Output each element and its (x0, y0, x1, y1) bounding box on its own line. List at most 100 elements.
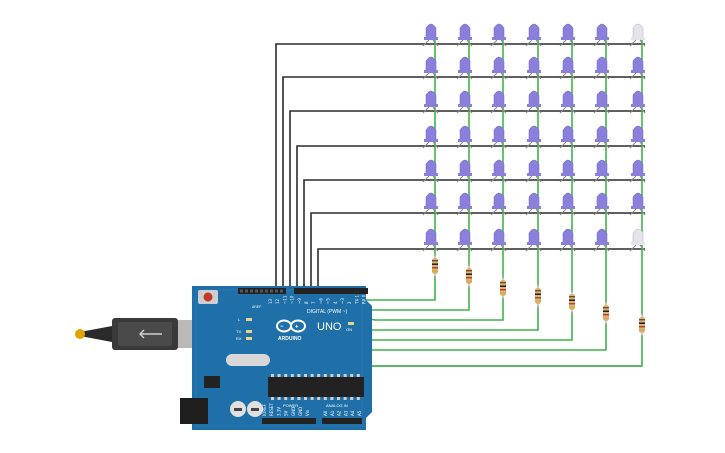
led[interactable] (422, 125, 439, 149)
power-pin-label: Vin (305, 409, 310, 416)
row-wire[interactable] (310, 212, 645, 290)
row-wire[interactable] (275, 43, 645, 290)
led[interactable] (456, 23, 473, 47)
usb-cable[interactable] (75, 318, 194, 350)
led[interactable] (593, 159, 610, 183)
led[interactable] (629, 90, 646, 114)
led[interactable] (456, 228, 473, 252)
led[interactable] (422, 159, 439, 183)
analog-pin-label: A5 (357, 410, 362, 416)
led[interactable] (422, 23, 439, 47)
led[interactable] (456, 125, 473, 149)
resistor[interactable] (535, 284, 541, 308)
led[interactable] (593, 125, 610, 149)
led[interactable] (422, 90, 439, 114)
led[interactable] (629, 159, 646, 183)
power-pin-label: IOREF (262, 403, 267, 416)
resistor[interactable] (500, 276, 506, 300)
digital-pin-label: ~5 (326, 298, 331, 304)
row-wire[interactable] (282, 76, 645, 290)
led[interactable] (456, 192, 473, 216)
led[interactable] (629, 192, 646, 216)
led[interactable] (525, 192, 542, 216)
led[interactable] (422, 192, 439, 216)
led[interactable] (559, 56, 576, 80)
led[interactable] (559, 192, 576, 216)
column-return-wire[interactable] (349, 292, 539, 331)
led[interactable] (490, 125, 507, 149)
led[interactable] (525, 90, 542, 114)
crystal-oscillator (226, 354, 270, 366)
led[interactable] (456, 159, 473, 183)
svg-text:+: + (295, 325, 299, 331)
led[interactable] (456, 56, 473, 80)
digital-header-right[interactable] (294, 288, 368, 294)
analog-pin-label: A2 (337, 410, 342, 416)
power-jack[interactable] (180, 398, 208, 424)
tx-led-label: TX (236, 329, 241, 334)
led[interactable] (490, 23, 507, 47)
rx-led-label: RX (236, 336, 242, 341)
led[interactable] (559, 90, 576, 114)
resistor[interactable] (603, 301, 609, 325)
led[interactable] (456, 90, 473, 114)
led[interactable] (559, 159, 576, 183)
led[interactable] (629, 56, 646, 80)
resistor[interactable] (466, 264, 472, 288)
led[interactable] (525, 125, 542, 149)
power-pin-label: GND (291, 407, 296, 416)
row-wire[interactable] (289, 110, 645, 290)
led[interactable] (593, 56, 610, 80)
led[interactable] (490, 192, 507, 216)
led[interactable] (593, 23, 610, 47)
digital-pin-label: RX 0 (362, 294, 367, 304)
led[interactable] (490, 56, 507, 80)
power-pin-label: 3.3V (276, 407, 281, 416)
led[interactable] (525, 23, 542, 47)
led[interactable] (593, 192, 610, 216)
resistor[interactable] (432, 254, 438, 278)
led[interactable] (593, 228, 610, 252)
led[interactable] (490, 228, 507, 252)
l-led-label: L (238, 317, 241, 322)
digital-pin-label: 7 (311, 301, 316, 304)
led[interactable] (593, 90, 610, 114)
led[interactable] (422, 56, 439, 80)
led[interactable] (559, 23, 576, 47)
svg-text:−: − (280, 324, 284, 330)
led[interactable] (559, 125, 576, 149)
atmega-chip[interactable] (268, 377, 364, 397)
power-pin-label: RESET (269, 403, 274, 416)
analog-header[interactable] (322, 418, 362, 424)
digital-pin-label: 8 (304, 301, 309, 304)
led[interactable] (629, 125, 646, 149)
power-header[interactable] (262, 418, 316, 424)
led[interactable] (422, 228, 439, 252)
row-wire[interactable] (296, 145, 645, 290)
resistor[interactable] (569, 290, 575, 314)
column-return-wire[interactable] (361, 292, 643, 367)
row-wire[interactable] (303, 179, 645, 290)
led[interactable] (559, 228, 576, 252)
led[interactable] (525, 56, 542, 80)
led[interactable] (490, 90, 507, 114)
power-pin-label: 5V (284, 410, 289, 416)
led[interactable] (490, 159, 507, 183)
led-matrix[interactable] (422, 23, 646, 252)
arduino-logo: − + (276, 319, 306, 333)
row-wire[interactable] (317, 248, 645, 290)
led[interactable] (629, 228, 646, 252)
aref-label: AREF (252, 305, 261, 309)
led[interactable] (525, 228, 542, 252)
digital-header-label: DIGITAL (PWM ~) (307, 309, 347, 315)
resistor-row[interactable] (432, 254, 645, 337)
analog-pin-label: A0 (323, 410, 328, 416)
resistor[interactable] (639, 313, 645, 337)
led[interactable] (525, 159, 542, 183)
digital-pin-label: 13 (268, 298, 273, 304)
led[interactable] (629, 23, 646, 47)
voltage-regulator (204, 376, 220, 388)
